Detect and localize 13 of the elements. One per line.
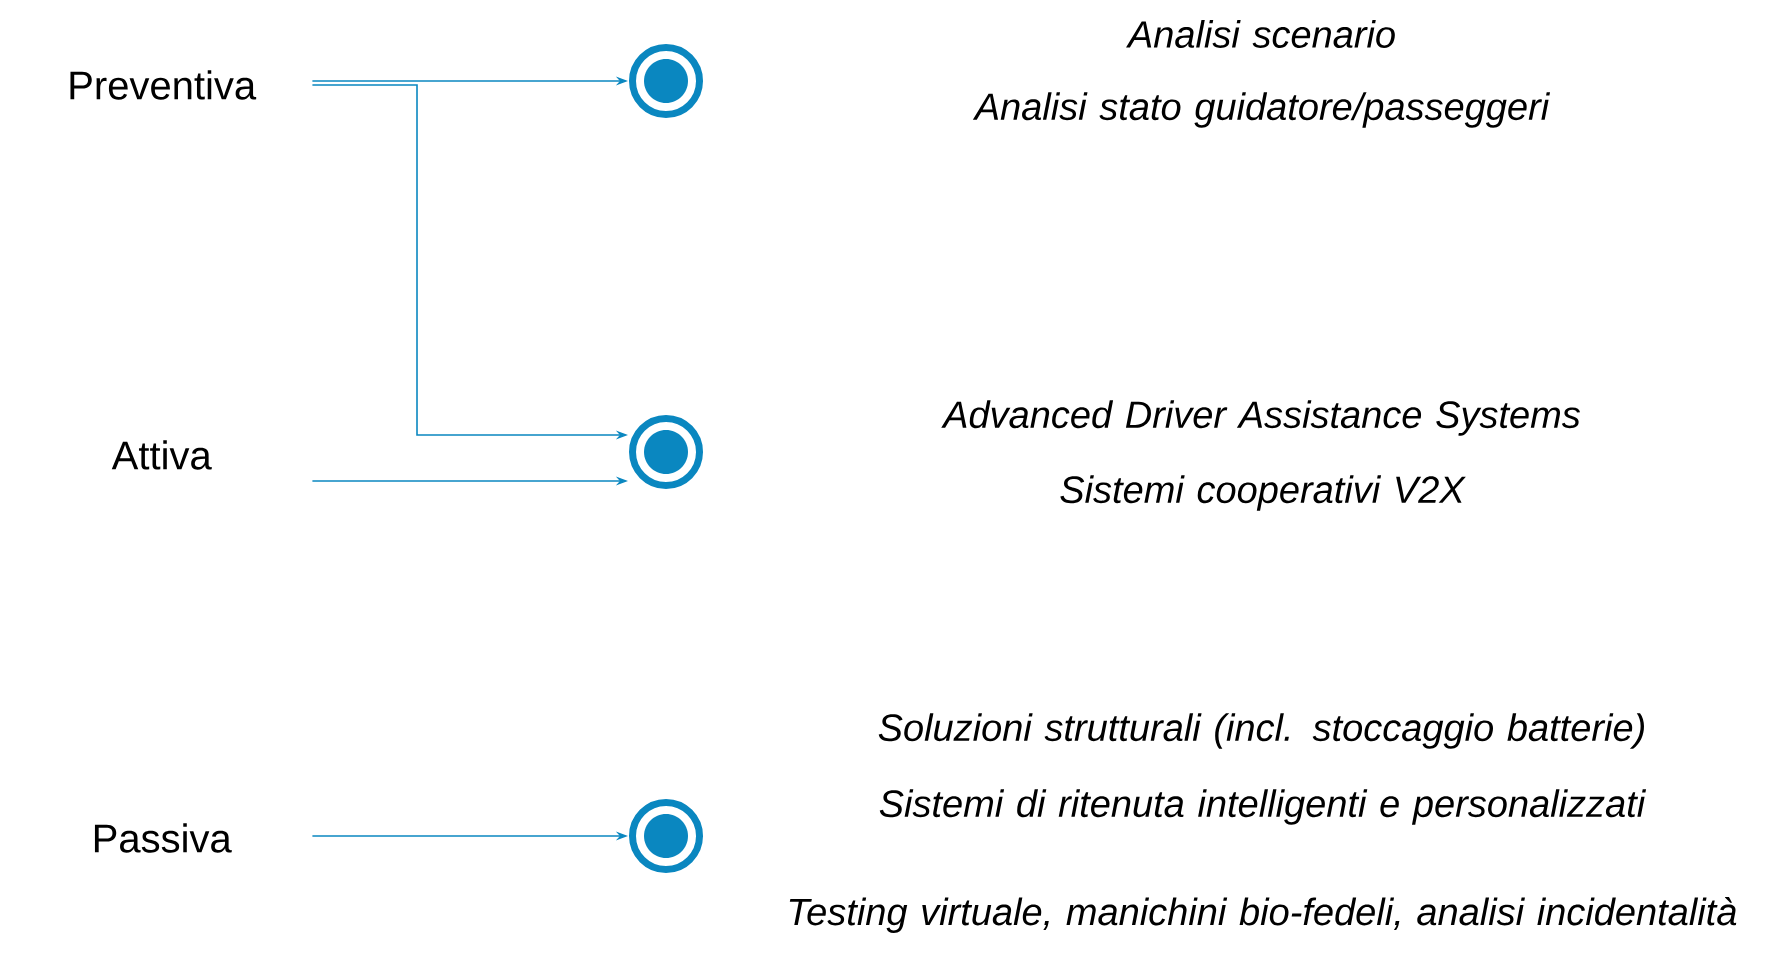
item-text: Analisi stato guidatore/passeggeri	[972, 92, 1551, 128]
category-label: Preventiva	[70, 70, 257, 100]
category-label: Attiva	[111, 440, 212, 470]
bullet-circle	[629, 799, 703, 873]
item-text: Advanced Driver Assistance Systems	[941, 400, 1580, 436]
item-text: Sistemi di ritenuta intelligenti e personalizzati	[879, 789, 1647, 825]
bullet-circle	[629, 44, 703, 118]
category-label: Passiva	[94, 823, 232, 853]
item-text: Soluzioni strutturali (incl. stoccaggio batterie)	[878, 713, 1644, 749]
item-text: Sistemi cooperativi V2X	[1060, 475, 1466, 511]
item-text: Analisi scenario	[1126, 20, 1395, 48]
item-text: Testing virtuale, manichini bio-fedeli, analisi incidentalità	[789, 897, 1737, 933]
bullet-circle	[629, 415, 703, 489]
